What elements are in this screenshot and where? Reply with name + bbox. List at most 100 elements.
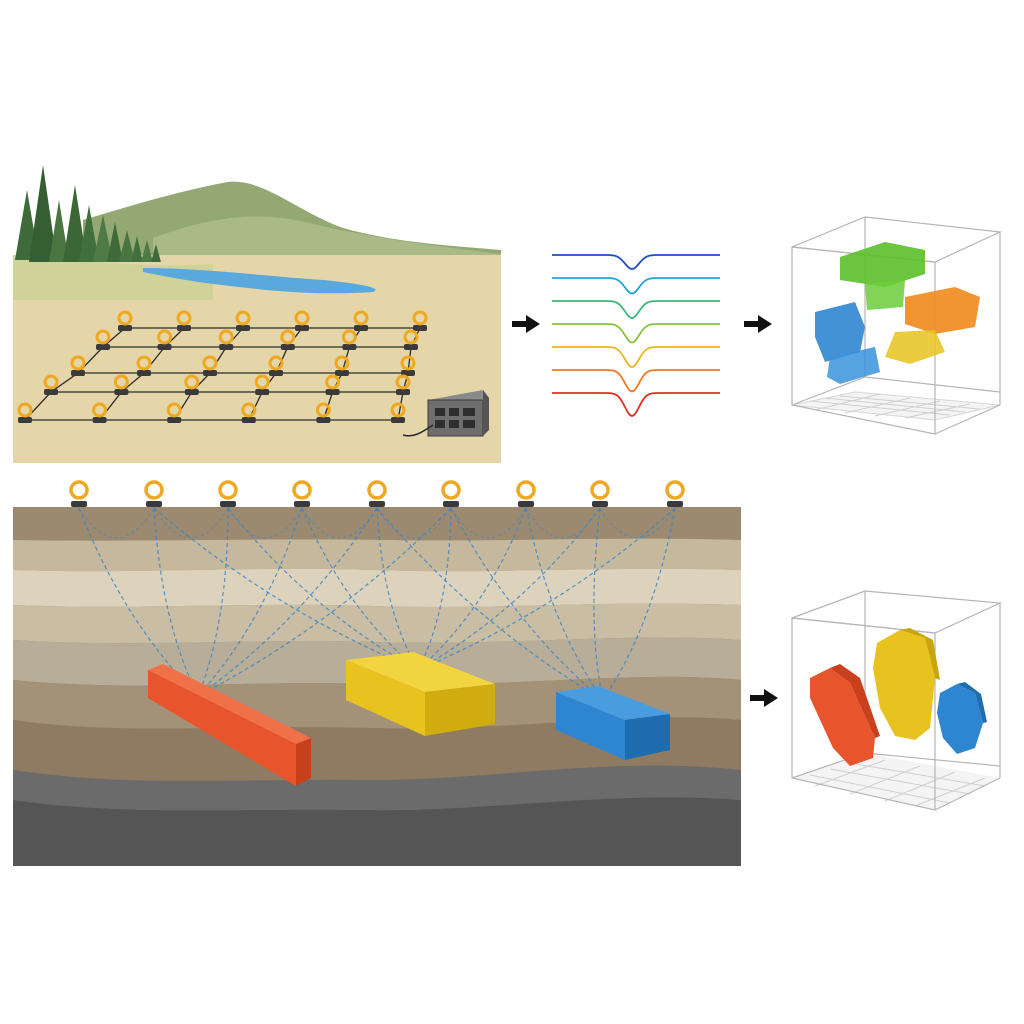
geophone-ring-icon (218, 480, 238, 507)
forest (15, 165, 161, 262)
blue-anomaly-body (815, 302, 880, 384)
data-recorder (402, 390, 489, 437)
geophone-ring-icon (516, 480, 536, 507)
ray-path (525, 507, 601, 539)
green-anomaly-body (840, 242, 925, 310)
right-arrow-icon (512, 315, 540, 333)
flow-arrow-3 (748, 688, 780, 708)
geophone-ring-icon (294, 310, 310, 331)
geophone-ring-icon (665, 480, 685, 507)
geophone-ring-icon (176, 310, 192, 331)
geophone-ring-icon (268, 355, 284, 376)
yellow-recovered-body (873, 628, 940, 740)
geophone-ring-icon (95, 329, 111, 350)
geophone-ring-icon (280, 329, 296, 350)
geophone-ring-icon (292, 480, 312, 507)
seismic-trace (552, 346, 720, 368)
geophone-ring-icon (403, 329, 419, 350)
geophone-ring-icon (184, 374, 200, 395)
geophone-ring-icon (241, 402, 257, 423)
field-survey-scene (13, 150, 501, 463)
ray-path (301, 507, 378, 539)
seismic-trace (552, 392, 720, 417)
geophone-ring-icon (590, 480, 610, 507)
geophone-ring-icon (218, 329, 234, 350)
ray-path (525, 507, 604, 701)
surface-sensor-row (13, 470, 741, 514)
3d-model-cube (791, 216, 1003, 435)
seismic-trace (552, 300, 720, 319)
geophone-ring-icon (157, 329, 173, 350)
ray-path (376, 507, 604, 701)
geophone-ring-icon (390, 402, 406, 423)
cube-frame (791, 590, 1003, 811)
ray-path (227, 507, 419, 671)
geophone-ring-icon (334, 355, 350, 376)
ray-path (599, 507, 676, 539)
ray-path (153, 507, 419, 671)
subsurface-cross-section (13, 470, 741, 866)
geophone-ring-icon (92, 402, 108, 423)
ray-path (417, 507, 601, 671)
ray-path (153, 507, 199, 697)
geophone-ring-icon (325, 374, 341, 395)
geophone-ring-icon (367, 480, 387, 507)
geophone-ring-icon (441, 480, 461, 507)
geophone-ring-icon (254, 374, 270, 395)
ray-path (227, 507, 303, 539)
seismic-trace (552, 277, 720, 295)
ray-path (197, 507, 452, 697)
right-arrow-icon (750, 689, 778, 707)
geophone-ring-icon (136, 355, 152, 376)
ray-path (197, 507, 303, 697)
seismic-trace (552, 254, 720, 270)
ray-path (78, 507, 155, 539)
blue-recovered-body (937, 682, 987, 754)
geophone-ring-icon (400, 355, 416, 376)
surface-sensors (69, 480, 685, 507)
cube-floor-grid (791, 391, 1001, 421)
ray-path (450, 507, 604, 701)
right-arrow-icon (744, 315, 772, 333)
ray-path (417, 507, 452, 671)
ray-path (602, 507, 676, 701)
seismic-trace-plot (552, 254, 720, 417)
geophone-ring-icon (144, 480, 164, 507)
yellow-target-body (346, 652, 495, 736)
seismic-trace (552, 323, 720, 344)
geophone-ring-icon (113, 374, 129, 395)
flow-arrow-1 (510, 314, 542, 334)
geophone-ring-icon (315, 402, 331, 423)
geophone-ring-icon (341, 329, 357, 350)
inversion-volume-top (785, 212, 1005, 442)
inversion-volume-bottom (785, 588, 1005, 813)
geophone-ring-icon (353, 310, 369, 331)
geophone-ring-icon (69, 480, 89, 507)
red-recovered-body (810, 664, 880, 766)
ray-path (376, 507, 452, 539)
ray-path (153, 507, 229, 539)
geophone-ring-icon (43, 374, 59, 395)
geophone-ring-icon (166, 402, 182, 423)
seismic-trace (552, 369, 720, 393)
geophone-ring-icon (395, 374, 411, 395)
sensor-grid (17, 310, 428, 423)
geophone-ring-icon (17, 402, 33, 423)
red-target-body (148, 664, 311, 786)
orange-anomaly-body (885, 287, 980, 364)
ray-path (593, 507, 604, 701)
river (143, 268, 376, 294)
cross-section-illustration (13, 507, 741, 866)
geophone-ring-icon (202, 355, 218, 376)
ray-path (450, 507, 527, 539)
waveform-traces (550, 240, 725, 420)
geophone-ring-icon (117, 310, 133, 331)
3d-result-cube (791, 590, 1003, 811)
geophone-ring-icon (412, 310, 428, 331)
blue-target-body (556, 686, 670, 760)
field-survey-illustration (13, 150, 501, 463)
geophone-ring-icon (70, 355, 86, 376)
flow-arrow-2 (742, 314, 774, 334)
geophone-ring-icon (235, 310, 251, 331)
ray-path (376, 507, 419, 671)
